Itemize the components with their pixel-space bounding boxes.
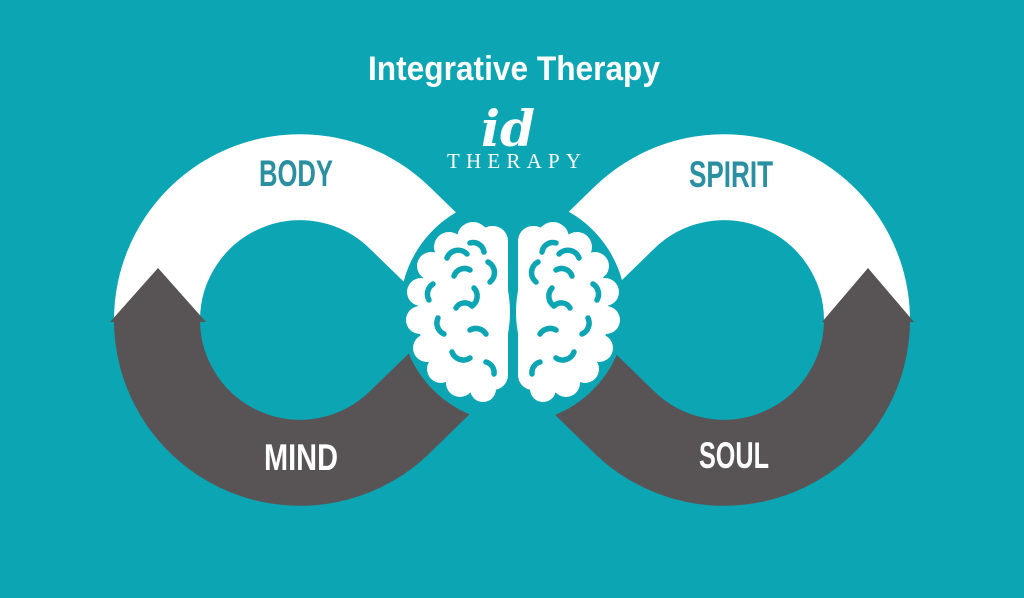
logo-wordmark: THERAPY [447,149,581,173]
label-mind: MIND [264,437,338,478]
loop-band-spirit-white [475,134,910,364]
loop-band-mind-gray [114,276,549,506]
page-title: Integrative Therapy [368,50,660,88]
label-soul: SOUL [699,435,769,476]
loop-band-soul-gray [475,276,910,506]
brain-gyri-lines [424,239,602,377]
label-spirit: SPIRIT [689,154,773,195]
brain-left-hemisphere [406,222,510,402]
flow-arrow-right-icon [822,268,914,322]
logo: id THERAPY [447,99,581,173]
flow-arrow-left-icon [110,268,206,322]
logo-script-id: id [481,99,535,158]
loop-band-body-white [114,134,549,364]
label-body: BODY [259,153,333,194]
brain-icon [406,222,620,402]
